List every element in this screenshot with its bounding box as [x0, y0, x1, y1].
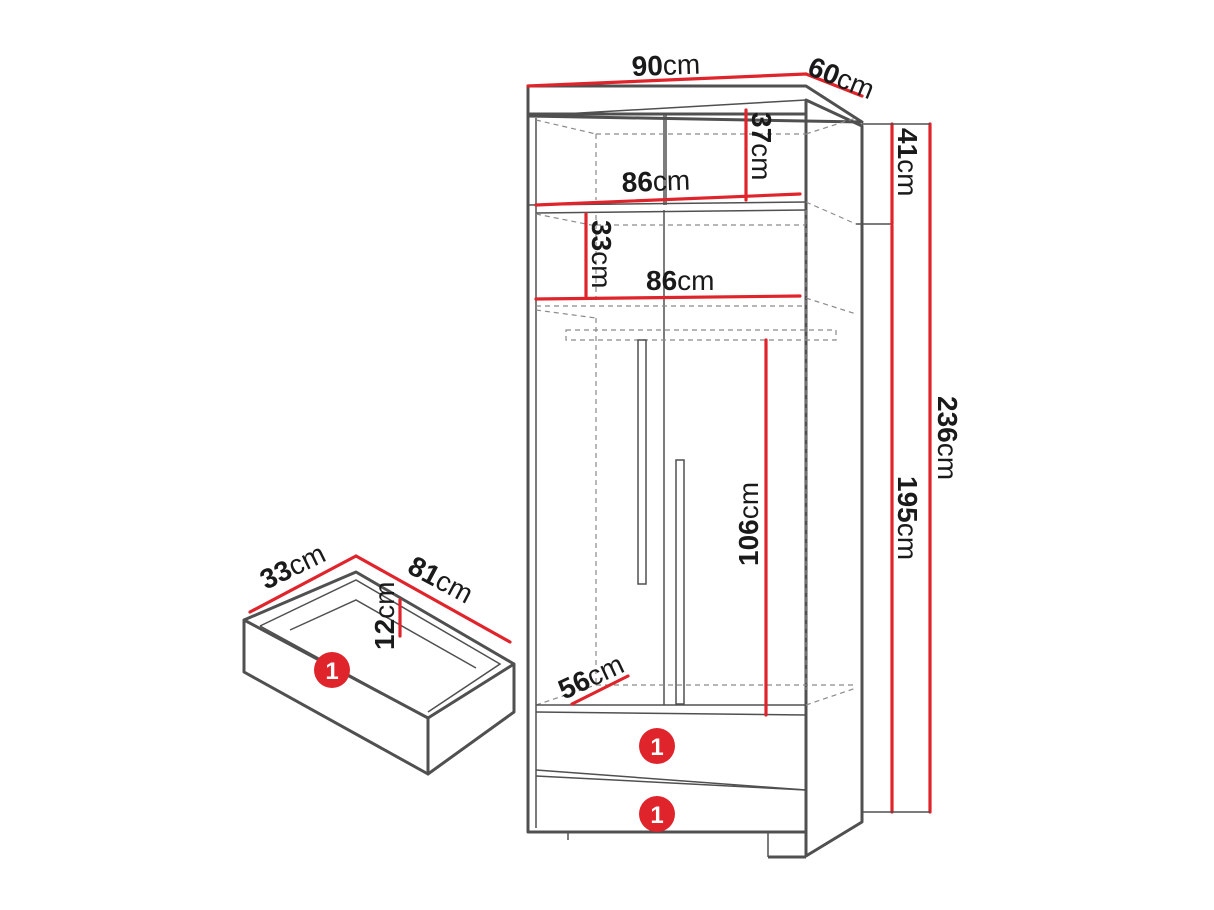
dimension-labels: 90cm 60cm 86cm 37cm 41cm 86cm 33cm 236cm…: [255, 49, 963, 706]
width-dimension-line: [526, 72, 808, 88]
inner-depth-line: [570, 674, 630, 706]
drawer-detail: [242, 570, 516, 776]
drawer-width-line: [354, 554, 512, 644]
depth-dimension-line: [804, 72, 864, 98]
depth-label: 60cm: [804, 51, 879, 105]
wardrobe-top-face: [526, 84, 864, 124]
top-inner-width-label: 86cm: [621, 165, 691, 198]
svg-text:1: 1: [325, 658, 338, 685]
door-handle-right: [675, 459, 685, 705]
svg-text:1: 1: [650, 802, 663, 829]
door-handle-left: [637, 339, 647, 585]
total-height-label: 236cm: [932, 396, 963, 480]
middle-compartment-height-label: 33cm: [586, 220, 617, 288]
inner-depth-label: 56cm: [553, 648, 628, 705]
top-inner-width-line: [534, 192, 802, 207]
drawer-detail-badge: 1: [314, 652, 350, 688]
badges: 1 1 1: [314, 652, 675, 832]
wardrobe-side: [804, 98, 864, 858]
bottom-drawer-badge: 1: [639, 796, 675, 832]
drawer-right-side: [426, 662, 516, 776]
hanging-height-label: 106cm: [733, 482, 764, 566]
middle-inner-width-line: [534, 294, 802, 301]
svg-text:1: 1: [650, 734, 663, 761]
wardrobe: [526, 84, 892, 859]
dimension-lines: [248, 72, 932, 814]
top-compartment-height-label: 37cm: [746, 112, 777, 180]
middle-inner-width-label: 86cm: [646, 265, 714, 296]
lower-section-height-label: 195cm: [892, 476, 923, 560]
drawer-depth-line: [248, 554, 358, 614]
top-section-height-label: 41cm: [892, 128, 923, 196]
wardrobe-front: [526, 112, 808, 834]
width-label: 90cm: [631, 49, 701, 82]
drawer-front-panel: [242, 618, 430, 776]
drawer-width-label: 81cm: [403, 550, 478, 610]
top-drawer-badge: 1: [639, 728, 675, 764]
drawer-height-label: 12cm: [369, 582, 400, 650]
